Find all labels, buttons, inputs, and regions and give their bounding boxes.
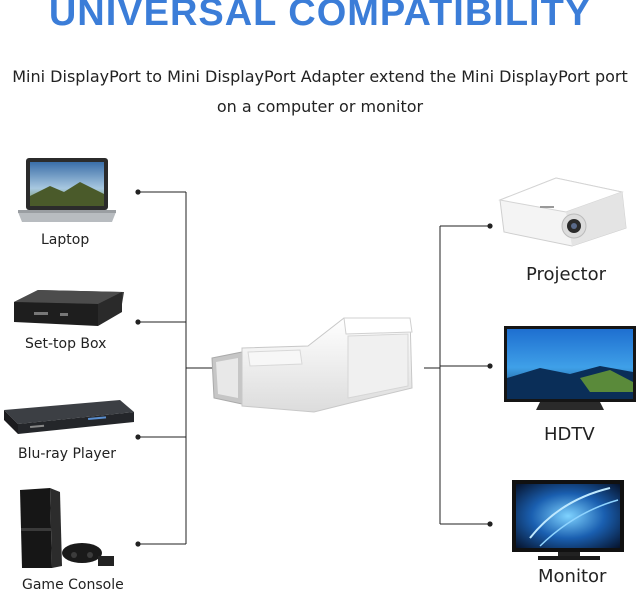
source-label-game-console: Game Console [22,577,124,593]
display-label-hdtv: HDTV [544,424,595,445]
projector-icon [498,177,627,247]
monitor-icon [512,480,624,560]
mini-displayport-adapter-icon [211,317,413,413]
game-console-icon [20,488,114,568]
set-top-box-icon [14,290,124,326]
display-label-monitor: Monitor [538,566,607,587]
laptop-icon [18,158,116,222]
hdtv-icon [504,326,636,410]
blu-ray-player-icon [4,400,134,434]
subtitle-line-1: Mini DisplayPort to Mini DisplayPort Ada… [12,67,628,86]
subtitle: Mini DisplayPort to Mini DisplayPort Ada… [0,62,640,122]
left-connector-lines [138,191,214,545]
subtitle-line-2: on a computer or monitor [216,97,424,116]
source-label-blu-ray-player: Blu-ray Player [18,446,117,462]
right-connector-lines [424,225,490,525]
page-title: UNIVERSAL COMPATIBILITY [48,0,592,34]
right-connector-dots [487,223,493,527]
source-label-laptop: Laptop [41,232,90,248]
left-connector-dots [135,189,141,547]
display-label-projector: Projector [526,264,606,285]
source-label-set-top-box: Set-top Box [25,336,107,352]
